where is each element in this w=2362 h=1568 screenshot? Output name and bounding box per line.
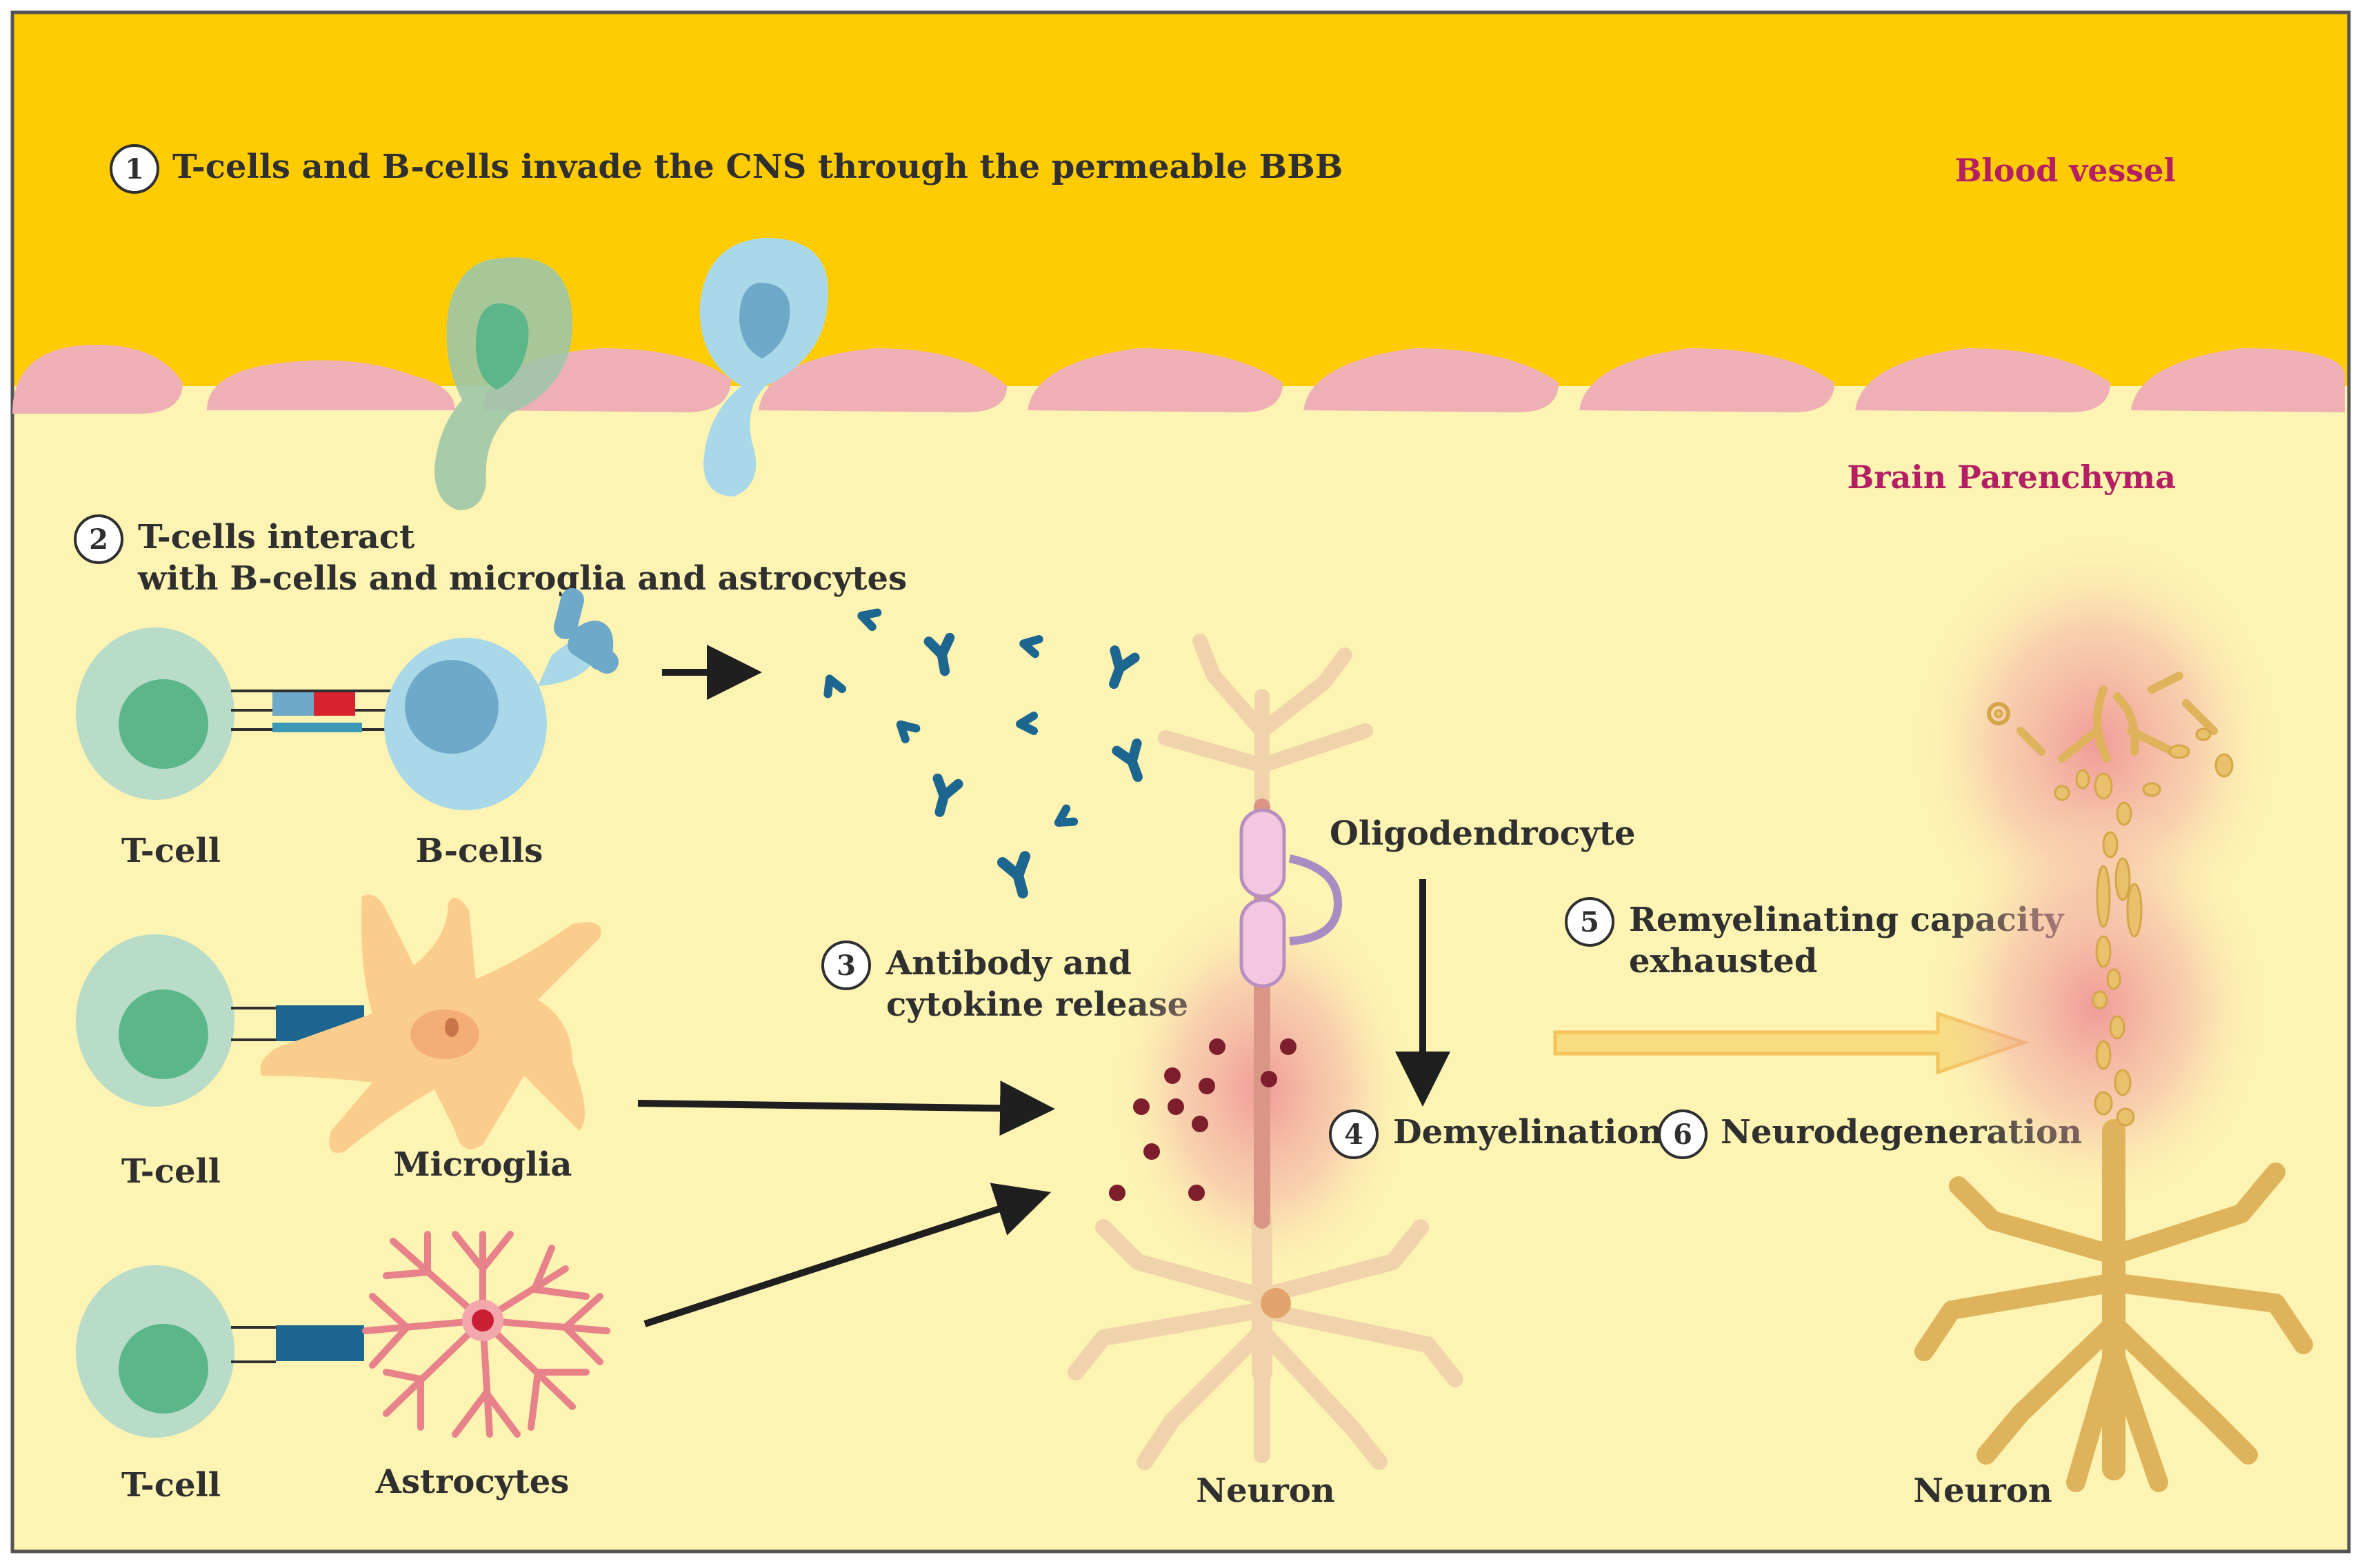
arrow-microglia-to-neuron xyxy=(637,1080,1055,1136)
step-6-number: 6 xyxy=(1673,1118,1692,1151)
cytokine-dots xyxy=(1109,1038,1297,1201)
tcell-3-label: T-cell xyxy=(121,1466,221,1505)
bcell xyxy=(384,588,619,810)
frame-border xyxy=(10,10,2351,1554)
step-1-text: T-cells and B-cells invade the CNS throu… xyxy=(172,148,1343,186)
step-4-number: 4 xyxy=(1344,1118,1363,1151)
step-5-number: 5 xyxy=(1580,906,1599,938)
microglia-cell xyxy=(260,894,601,1153)
arrow-astrocyte-to-neuron xyxy=(643,1183,1052,1327)
tcr-astrocyte-contact xyxy=(231,1325,364,1363)
healthy-neuron xyxy=(1068,634,1463,1470)
step-2-line2: with B-cells and microglia and astrocyte… xyxy=(137,559,907,598)
astrocyte-cell xyxy=(362,1231,610,1438)
degenerated-neuron xyxy=(1914,672,2313,1492)
degenerated-axon-fragments xyxy=(1987,702,2234,1127)
neuron-axon-myelin xyxy=(1239,798,1343,1229)
tcell-2-label: T-cell xyxy=(121,1152,221,1191)
brain-parenchyma-label: Brain Parenchyma xyxy=(1847,459,2176,496)
tcr-bcr-synapse xyxy=(231,690,393,732)
step-3-line1: Antibody and xyxy=(885,944,1132,983)
tcell-1 xyxy=(76,627,234,800)
astrocytes-label: Astrocytes xyxy=(375,1463,570,1501)
migrating-tcell xyxy=(434,257,572,510)
step-2-line1: T-cells interact xyxy=(138,518,414,556)
bcells-label: B-cells xyxy=(416,832,543,870)
step-2: 2 T-cells interact with B-cells and micr… xyxy=(74,514,907,598)
tcell-3 xyxy=(76,1265,234,1438)
tcell-1-label: T-cell xyxy=(121,832,221,870)
step-4-text: Demyelination xyxy=(1393,1113,1663,1152)
neuron-healthy-label: Neuron xyxy=(1196,1471,1335,1510)
endothelial-layer xyxy=(12,345,2345,414)
step-4: 4 Demyelination xyxy=(1329,1109,1663,1159)
blood-vessel-region xyxy=(12,12,2349,405)
step-5-line2: exhausted xyxy=(1629,942,1817,981)
blood-vessel-label: Blood vessel xyxy=(1955,152,2176,189)
microglia-label: Microglia xyxy=(393,1145,572,1184)
migrating-bcell xyxy=(699,238,828,496)
oligodendrocyte-label: Oligodendrocyte xyxy=(1330,814,1636,853)
step-3-number: 3 xyxy=(837,949,856,982)
step-2-number: 2 xyxy=(89,523,108,556)
tcell-2 xyxy=(76,934,234,1107)
step-1: 1 T-cells and B-cells invade the CNS thr… xyxy=(110,144,1343,194)
step-1-number: 1 xyxy=(125,153,144,185)
neuron-degenerated-label: Neuron xyxy=(1913,1471,2052,1510)
